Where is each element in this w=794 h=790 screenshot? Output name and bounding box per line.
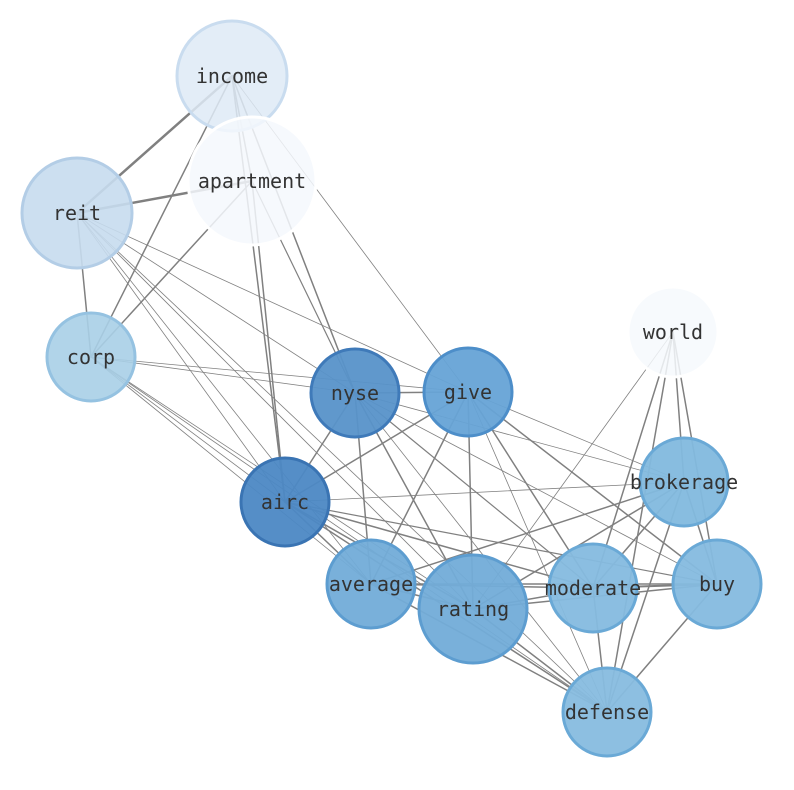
node-label-defense: defense — [565, 700, 649, 724]
node-circle-buy — [671, 538, 763, 630]
edge-reit-give — [76, 212, 469, 393]
node-label-airc: airc — [261, 490, 309, 514]
node-circle-reit — [20, 156, 134, 270]
node-circle-corp — [45, 311, 137, 403]
node-apartment[interactable]: apartment — [186, 115, 318, 247]
edge-airc-buy — [284, 501, 718, 585]
node-label-corp: corp — [67, 345, 115, 369]
node-moderate[interactable]: moderate — [545, 542, 641, 634]
edge-give-defense — [467, 391, 608, 713]
node-income[interactable]: income — [175, 19, 289, 133]
edge-nyse-brokerage — [354, 392, 685, 483]
node-circle-airc — [239, 456, 331, 548]
node-label-nyse: nyse — [331, 381, 379, 405]
edge-corp-give — [90, 356, 469, 393]
node-label-moderate: moderate — [545, 576, 641, 600]
node-circle-give — [422, 346, 514, 438]
node-rating[interactable]: rating — [417, 553, 529, 665]
edge-nyse-moderate — [354, 392, 594, 589]
edge-brokerage-airc — [284, 481, 685, 503]
edge-nyse-defense — [354, 392, 608, 713]
node-label-give: give — [444, 380, 492, 404]
edge-corp-defense — [90, 356, 608, 713]
edge-give-buy — [467, 391, 718, 585]
node-give[interactable]: give — [422, 346, 514, 438]
edge-reit-airc — [76, 212, 286, 503]
edge-world-defense — [606, 331, 674, 713]
node-label-buy: buy — [699, 572, 735, 596]
node-label-brokerage: brokerage — [630, 470, 738, 494]
node-circle-nyse — [309, 347, 401, 439]
edge-nyse-buy — [354, 392, 718, 585]
node-brokerage[interactable]: brokerage — [630, 436, 738, 528]
edge-world-rating — [472, 331, 674, 610]
node-defense[interactable]: defense — [561, 666, 653, 758]
node-circle-apartment — [186, 115, 318, 247]
edge-reit-rating — [76, 212, 474, 610]
node-circle-brokerage — [638, 436, 730, 528]
node-average[interactable]: average — [325, 538, 417, 630]
node-label-world: world — [643, 320, 703, 344]
node-circle-defense — [561, 666, 653, 758]
node-reit[interactable]: reit — [20, 156, 134, 270]
node-circle-average — [325, 538, 417, 630]
edge-corp-average — [90, 356, 372, 585]
node-label-reit: reit — [53, 201, 101, 225]
node-circle-moderate — [547, 542, 639, 634]
node-nyse[interactable]: nyse — [309, 347, 401, 439]
node-label-average: average — [329, 572, 413, 596]
node-buy[interactable]: buy — [671, 538, 763, 630]
nodes-layer: income apartment reit corp nyse give world brok… — [20, 19, 763, 758]
node-label-apartment: apartment — [198, 169, 306, 193]
node-circle-world — [626, 285, 720, 379]
node-airc[interactable]: airc — [239, 456, 331, 548]
node-circle-rating — [417, 553, 529, 665]
node-corp[interactable]: corp — [45, 311, 137, 403]
node-label-rating: rating — [437, 597, 509, 621]
edge-reit-defense — [76, 212, 608, 713]
node-label-income: income — [196, 64, 268, 88]
edge-brokerage-average — [370, 481, 685, 585]
edge-airc-moderate — [284, 501, 594, 589]
node-world[interactable]: world — [626, 285, 720, 379]
